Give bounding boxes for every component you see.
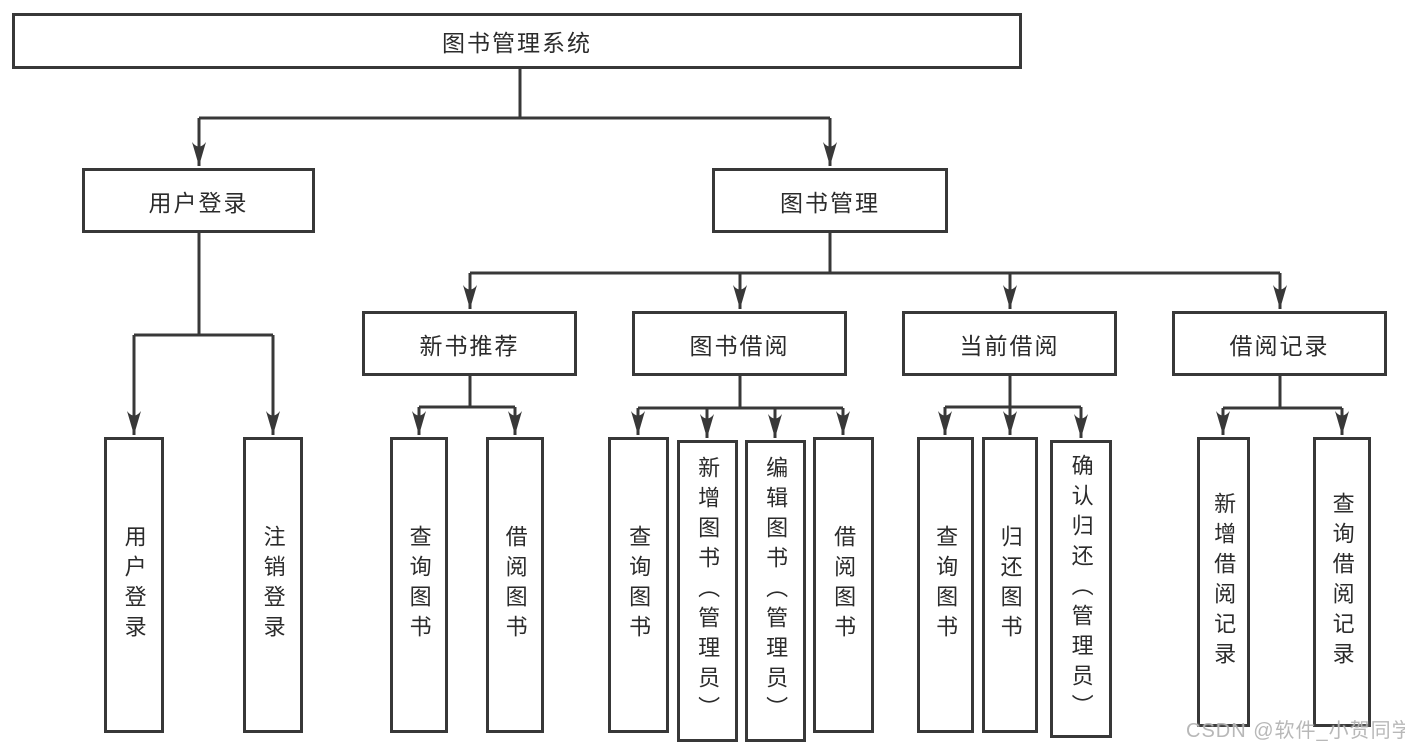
node-new-book-recommend: 新书推荐 [362,311,577,376]
node-label: 图书管理系统 [442,30,592,56]
node-label: 借阅记录 [1229,332,1330,359]
node-label: 查询图书 [933,525,959,645]
node-label: 图书管理 [780,189,880,216]
node-leaf-br-add-record: 新增借阅记录 [1197,437,1250,727]
node-label: 新增图书（管理员） [695,456,721,726]
node-label: 查询借阅记录 [1329,492,1355,672]
node-borrowing-records: 借阅记录 [1172,311,1387,376]
node-leaf-cb-confirm-return-admin: 确认归还（管理员） [1050,440,1112,738]
node-label: 用户登录 [121,525,147,645]
node-user-login-branch: 用户登录 [82,168,315,233]
node-label: 查询图书 [406,525,432,645]
node-label: 编辑图书（管理员） [763,456,789,726]
node-leaf-logout: 注销登录 [243,437,303,733]
csdn-watermark: CSDN @软件_小贺同学 [1186,720,1405,742]
node-current-borrowing: 当前借阅 [902,311,1117,376]
connector-user-login [134,233,273,337]
node-leaf-user-login: 用户登录 [104,437,164,733]
node-label: 新增借阅记录 [1211,492,1237,672]
node-library-system: 图书管理系统 [12,13,1022,69]
node-label: 用户登录 [148,189,249,216]
node-label: 注销登录 [260,525,286,645]
node-label: 确认归还（管理员） [1068,454,1094,724]
node-leaf-cb-query-books: 查询图书 [917,437,974,733]
node-book-management-branch: 图书管理 [712,168,948,233]
node-label: 借阅图书 [502,525,528,645]
connector-borrow-records [1223,376,1342,410]
node-leaf-br-query-record: 查询借阅记录 [1313,437,1371,727]
node-leaf-bb-add-books-admin: 新增图书（管理员） [677,440,738,742]
node-label: 图书借阅 [689,332,790,359]
node-leaf-rec-query-books: 查询图书 [390,437,448,733]
node-leaf-bb-borrow-books: 借阅图书 [813,437,874,733]
node-label: 借阅图书 [831,525,857,645]
node-leaf-bb-query-books: 查询图书 [608,437,669,733]
node-label: 查询图书 [626,525,652,645]
node-book-borrowing: 图书借阅 [632,311,847,376]
node-leaf-rec-borrow-books: 借阅图书 [486,437,544,733]
connector-root [199,68,830,120]
connector-current-borrow [945,376,1081,409]
connector-book-mgmt [470,233,1280,275]
node-leaf-bb-edit-books-admin: 编辑图书（管理员） [745,440,806,742]
node-label: 当前借阅 [959,332,1060,359]
connector-new-book [419,376,515,409]
node-leaf-cb-return-books: 归还图书 [982,437,1038,733]
node-label: 归还图书 [997,525,1023,645]
node-label: 新书推荐 [419,332,520,359]
connector-book-borrow [638,376,843,410]
